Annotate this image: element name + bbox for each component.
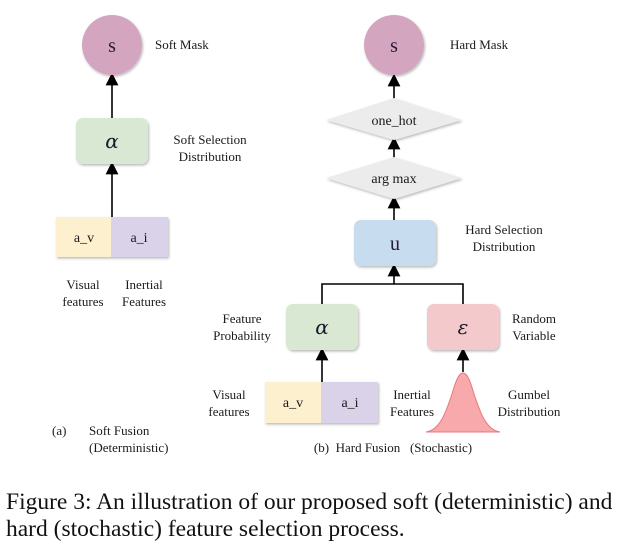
soft-inertial-label-line2: Features (122, 294, 166, 309)
soft-subcaption-line1: Soft Fusion (89, 423, 150, 438)
hard-visual-label-line2: features (208, 404, 249, 419)
hard-mask-label: Hard Mask (450, 37, 509, 52)
hard-inertial-label-line1: Inertial (393, 387, 431, 402)
soft-mask-node (82, 15, 142, 75)
soft-visual-label-line1: Visual (66, 277, 100, 292)
soft-inertial-label-line1: Inertial (125, 277, 163, 292)
hard-visual-feature-box (265, 382, 322, 423)
hard-inertial-box-text: a_i (341, 396, 358, 411)
soft-visual-feature-box (56, 217, 112, 257)
hard-mask-node (364, 15, 424, 75)
feature-probability-label-line2: Probability (213, 328, 271, 343)
soft-alpha-symbol: α (105, 129, 119, 153)
hard-u-node (354, 220, 436, 266)
soft-fusion-panel: s Soft Mask α Soft Selection Distributio… (52, 15, 247, 455)
random-variable-label-line1: Random (512, 311, 556, 326)
gumbel-label-line2: Distribution (498, 404, 561, 419)
figure-caption: Figure 3: An illustration of our propose… (6, 489, 613, 542)
hard-visual-label-line1: Visual (212, 387, 246, 402)
gumbel-label-line1: Gumbel (508, 387, 550, 402)
hard-subcaption: (b) Hard Fusion (Stochastic) (314, 440, 472, 455)
soft-inertial-feature-box (111, 217, 168, 257)
hard-alpha-symbol: α (315, 315, 329, 339)
figure-diagram: s Soft Mask α Soft Selection Distributio… (52, 15, 561, 455)
soft-visual-label-line2: features (62, 294, 103, 309)
hard-inertial-label-line2: Features (390, 404, 434, 419)
soft-alpha-node (76, 118, 148, 164)
arg-max-text: arg max (371, 172, 416, 187)
one-hot-text: one_hot (371, 114, 416, 129)
soft-selection-label-line1: Soft Selection (173, 132, 247, 147)
soft-subcaption-tag: (a) (52, 423, 66, 438)
hard-inertial-feature-box (321, 382, 378, 423)
hard-mask-symbol: s (390, 35, 398, 57)
hard-selection-label-line2: Distribution (473, 239, 536, 254)
hard-fusion-panel: s Hard Mask one_hot arg max u Hard Selec… (208, 15, 561, 455)
soft-mask-symbol: s (108, 35, 116, 57)
soft-selection-label-line2: Distribution (179, 149, 242, 164)
hard-alpha-node (286, 304, 358, 350)
hard-visual-box-text: a_v (283, 396, 303, 411)
gumbel-distribution-curve (425, 372, 501, 433)
arg-max-node (326, 157, 462, 199)
soft-mask-label: Soft Mask (155, 37, 209, 52)
soft-visual-box-text: a_v (74, 231, 94, 246)
soft-subcaption-line2: (Deterministic) (89, 440, 168, 455)
hard-epsilon-symbol: ε (458, 315, 469, 339)
soft-inertial-box-text: a_i (130, 231, 147, 246)
random-variable-label-line2: Variable (512, 328, 556, 343)
feature-probability-label-line1: Feature (223, 311, 262, 326)
hard-edge-branch (321, 283, 464, 304)
hard-selection-label-line1: Hard Selection (465, 222, 543, 237)
one-hot-node (326, 98, 462, 140)
hard-u-symbol: u (390, 233, 400, 255)
hard-epsilon-node (427, 304, 499, 350)
